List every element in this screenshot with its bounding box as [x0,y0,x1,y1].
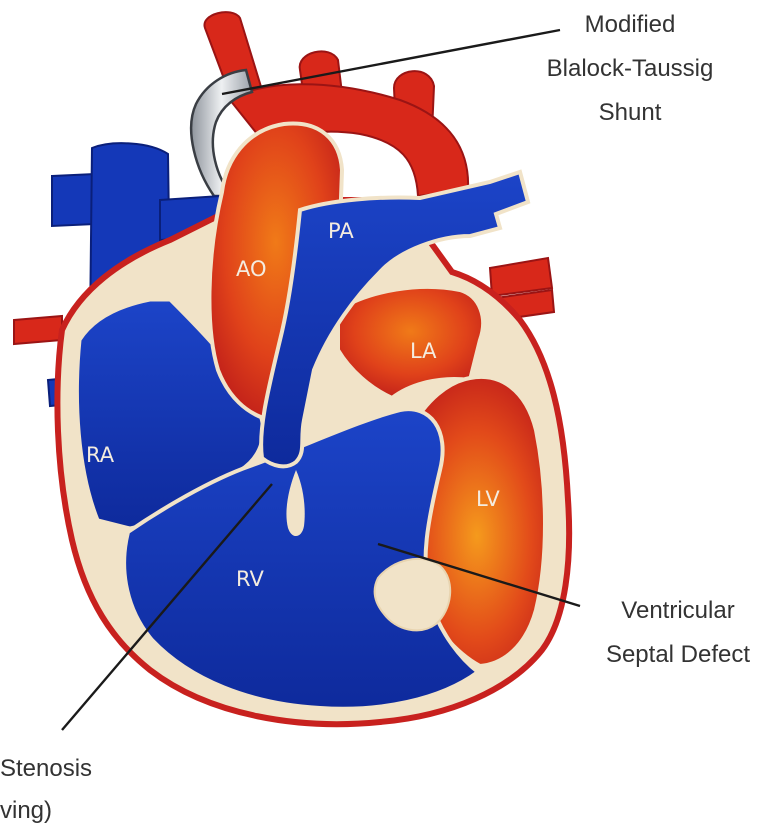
callout-vsd-line2: Septal Defect [606,641,750,668]
label-lv: LV [476,487,500,511]
callout-stenosis-line1: Stenosis [0,755,92,782]
callout-shunt: Modified Blalock-Taussig Shunt [547,11,714,126]
callout-stenosis: Stenosis ving) [0,755,92,824]
label-pa: PA [328,219,354,243]
callout-shunt-line3: Shunt [599,99,662,126]
callout-vsd: Ventricular Septal Defect [606,597,750,668]
label-la: LA [410,339,437,363]
label-rv: RV [236,567,264,591]
callout-stenosis-line2: ving) [0,797,52,824]
label-ra: RA [86,443,115,467]
label-ao: AO [236,257,267,281]
callout-shunt-line1: Modified [585,11,676,38]
leader-shunt [222,30,560,94]
callout-shunt-line2: Blalock-Taussig [547,55,714,82]
callout-vsd-line1: Ventricular [621,597,734,624]
